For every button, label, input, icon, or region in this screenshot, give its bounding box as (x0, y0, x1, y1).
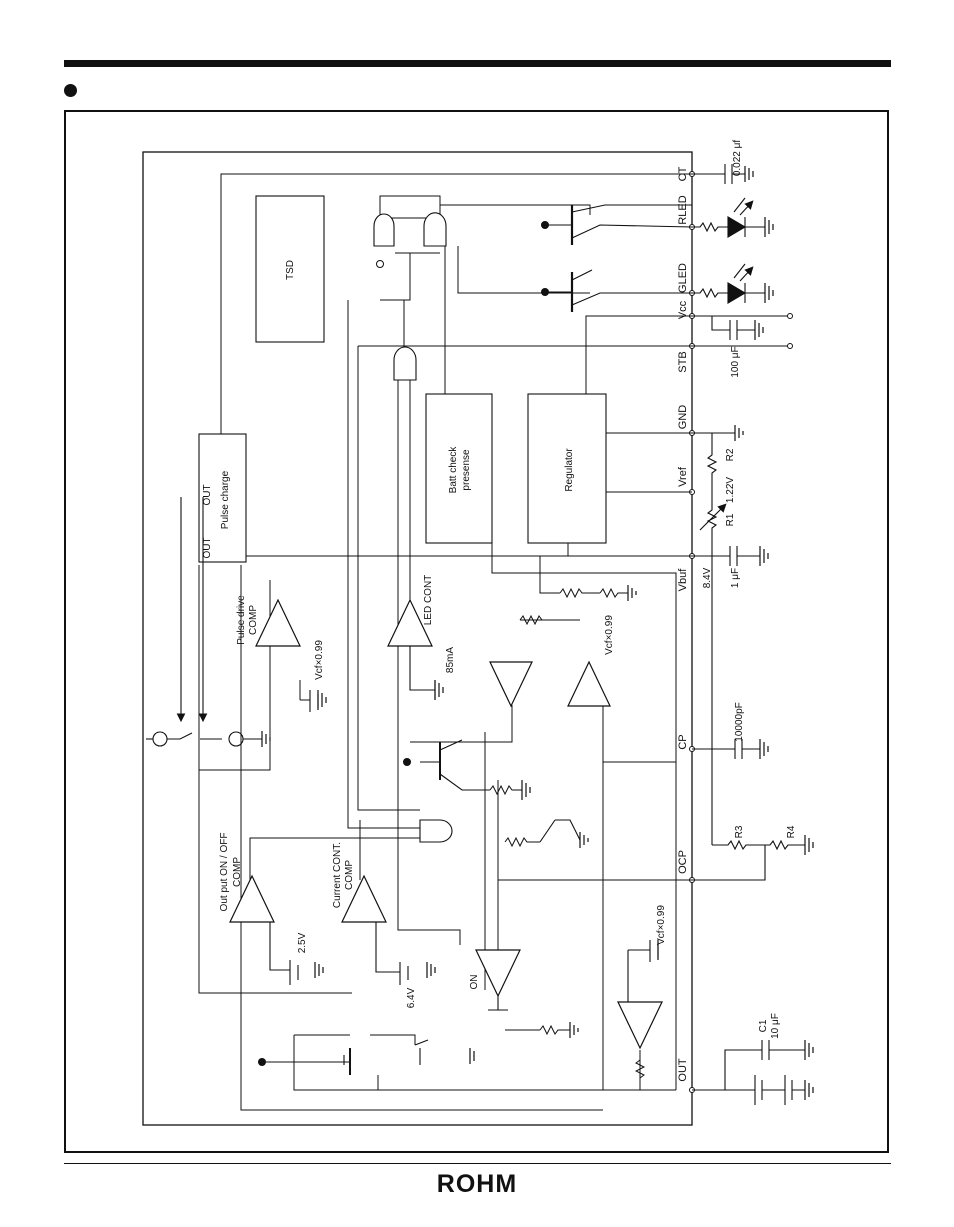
rohm-logo-text: ROHM (437, 1170, 517, 1196)
pin-vbuf-label: Vbuf (677, 568, 689, 592)
and-gate-3 (393, 346, 417, 381)
diagram-frame (64, 110, 889, 1153)
c-vcc-label: 100 μF (730, 346, 741, 377)
batt-check-label-1: Batt check (448, 446, 459, 494)
pin-stb-label: STB (677, 351, 689, 372)
current-cont-label-2: COMP (344, 860, 355, 890)
pin-vref-label: Vref (677, 466, 689, 487)
regulator-block (527, 393, 607, 544)
c-buf-label: 1 μF (730, 568, 741, 588)
pulse-out-label-2: OUT (202, 537, 213, 558)
vcf-label-3: Vcf×0.99 (656, 905, 667, 945)
c-ct-label: 0.022 μf (732, 140, 743, 177)
error-amp-1 (489, 661, 533, 708)
output-onoff-comp (229, 874, 275, 923)
v-25-label: 2.5V (297, 932, 308, 953)
pulse-drive-comp (255, 598, 301, 647)
v-buf-label: 8.4V (702, 567, 713, 588)
r1-label: R1 (725, 513, 736, 526)
on-label: ON (469, 975, 480, 990)
out-amp (617, 1001, 663, 1050)
pulse-drive-label-2: COMP (248, 605, 259, 635)
resistor-on (539, 1024, 570, 1036)
rohm-logo: ROHM (428, 1170, 526, 1196)
resistor-fb (519, 614, 570, 626)
r2-label: R2 (725, 448, 736, 461)
c-cp-label: 10000pF (734, 702, 745, 741)
pulse-charge-label: Pulse charge (220, 470, 231, 529)
led-cont-label: LED CONT (423, 575, 434, 626)
c1-value-label: 10 μF (770, 1013, 781, 1039)
red-led-icon (727, 216, 747, 238)
tsd-label: TSD (285, 260, 296, 280)
vcf-label-2: Vcf×0.99 (604, 615, 615, 655)
ic-boundary (142, 151, 693, 1126)
output-onoff-label-1: Out put ON / OFF (219, 833, 230, 912)
vcf-label-1: Vcf×0.99 (314, 640, 325, 680)
pin-gnd-label: GND (677, 405, 689, 430)
current-85ma-label: 85mA (445, 647, 456, 673)
pin-gled-label: GLED (677, 263, 689, 293)
tsd-block (255, 195, 325, 343)
r3-label: R3 (734, 825, 745, 838)
pin-rled-label: RLED (677, 195, 689, 224)
resistor-vbuf-1 (559, 587, 600, 599)
pin-vcc-label: Vcc (677, 300, 689, 319)
resistor-out (634, 1059, 646, 1079)
c1-label: C1 (758, 1019, 769, 1032)
current-cont-label-1: Current CONT. (332, 842, 343, 908)
output-onoff-label-2: COMP (232, 857, 243, 887)
pulse-out-label-1: OUT (202, 484, 213, 505)
pulse-charge-block (198, 433, 247, 563)
pin-ocp-label: OCP (677, 850, 689, 874)
and-gate-2 (423, 212, 447, 247)
current-cont-comp (341, 874, 387, 923)
resistor-cp (489, 784, 522, 796)
v-64-label: 6.4V (406, 987, 417, 1008)
pin-cp-label: CP (677, 734, 689, 749)
pin-out-label: OUT (677, 1058, 689, 1082)
green-led-icon (727, 282, 747, 304)
and-gate-4 (419, 819, 453, 843)
resistor-vbuf-2 (599, 587, 628, 599)
section-bullet-icon (64, 84, 77, 97)
regulator-label: Regulator (564, 448, 575, 492)
top-rule (64, 60, 891, 67)
current-source-1 (152, 731, 168, 747)
error-amp-2 (567, 660, 611, 707)
r4-label: R4 (786, 825, 797, 838)
batt-check-label-2: presense (461, 449, 472, 491)
v-ref-label: 1.22V (725, 477, 736, 503)
resistor-ocp (504, 836, 540, 848)
bottom-rule (64, 1163, 891, 1164)
batt-check-block (425, 393, 493, 544)
and-gate-1 (373, 213, 395, 247)
pulse-drive-label-1: Pulse drive (236, 595, 247, 645)
on-comp (475, 949, 521, 998)
